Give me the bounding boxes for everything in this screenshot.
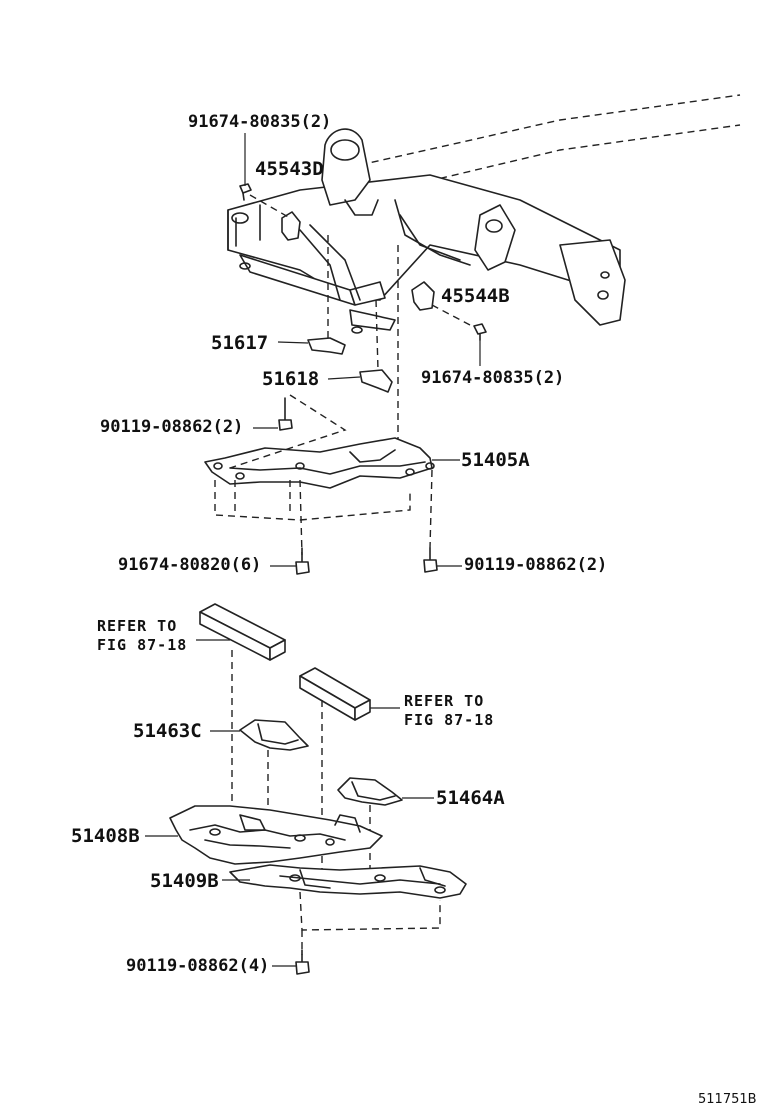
undercover-51408b [169, 805, 383, 865]
label-bolt-91674-80835-top: 91674-80835(2) [188, 112, 332, 132]
label-refer-left-1: REFER TO [97, 617, 178, 635]
diagram-code: 511751B [698, 1092, 757, 1107]
undercover-51409b [229, 864, 467, 899]
label-part-51463c: 51463C [133, 720, 202, 742]
label-refer-left-2: FIG 87-18 [97, 636, 188, 654]
label-part-51617: 51617 [211, 332, 269, 354]
cover-51463c [239, 719, 309, 751]
label-refer-right-1: REFER TO [404, 692, 485, 710]
cover-51464a [337, 777, 403, 806]
bolt-icon [239, 183, 252, 201]
label-part-51405a: 51405A [461, 449, 530, 471]
label-bolt-90119-08862-upper: 90119-08862(2) [100, 417, 244, 437]
label-bolt-91674-80820: 91674-80820(6) [118, 555, 262, 575]
frame-crossmember [227, 94, 741, 334]
label-part-45543d: 45543D [255, 158, 324, 180]
bolt-icon [295, 949, 310, 975]
bracket-45544b [411, 281, 435, 311]
label-bolt-91674-80835-right: 91674-80835(2) [421, 368, 565, 388]
label-bolt-90119-08862-lower: 90119-08862(4) [126, 956, 270, 976]
label-part-51409b: 51409B [150, 870, 219, 892]
bolt-icon [295, 547, 310, 575]
label-part-45544b: 45544B [441, 285, 510, 307]
shield-51405a [204, 437, 435, 489]
label-part-51618: 51618 [262, 368, 320, 390]
bolt-icon [423, 547, 438, 573]
label-part-51408b: 51408B [71, 825, 140, 847]
bolt-icon [278, 397, 293, 431]
label-bolt-90119-08862-mid: 90119-08862(2) [464, 555, 608, 575]
reference-block-left [199, 603, 286, 661]
bracket-51618 [359, 369, 393, 393]
bracket-51617 [307, 337, 346, 355]
reference-block-right [299, 667, 371, 721]
bracket-45543d [281, 211, 301, 241]
label-refer-right-2: FIG 87-18 [404, 711, 495, 729]
bolt-icon [473, 323, 487, 341]
label-part-51464a: 51464A [436, 787, 505, 809]
